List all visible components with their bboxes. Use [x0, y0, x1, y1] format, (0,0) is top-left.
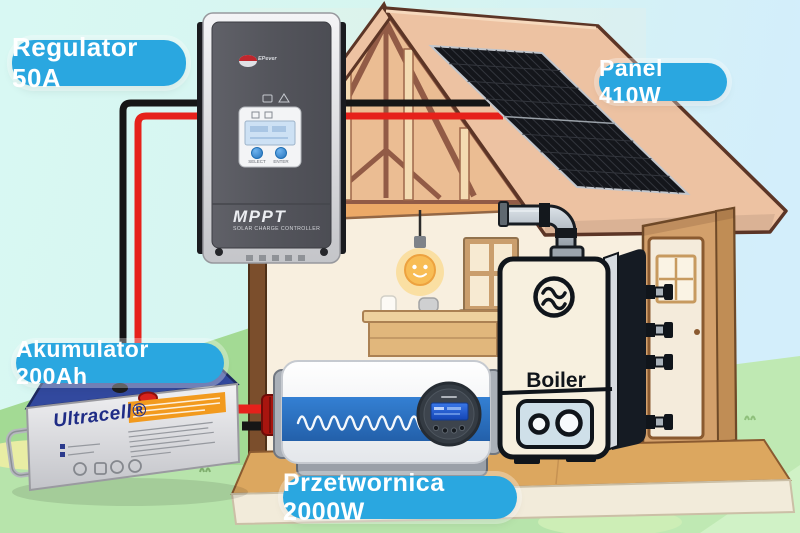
controller-enter-button: [275, 147, 287, 159]
warning-icons: [262, 93, 290, 103]
sine-wave-graphic: [296, 415, 428, 431]
charge-controller: [197, 12, 346, 264]
label-regulator: Regulator 50A: [12, 32, 186, 93]
controller-lcd: [244, 120, 296, 146]
solar-panel: [431, 46, 688, 194]
battery: [5, 360, 248, 506]
inverter: [273, 360, 503, 477]
wiring: [119, 99, 503, 431]
boiler-control-panel: [516, 399, 594, 449]
wire-battery-positive: [134, 112, 210, 400]
boiler-knob-large: [555, 409, 583, 437]
brand-logo: [239, 55, 257, 67]
label-panel: Panel 410W: [599, 55, 727, 108]
inverter-display: [416, 381, 482, 447]
certification-icons: [73, 459, 142, 476]
kitchen-counter: [362, 295, 504, 357]
controller-select-button: [251, 147, 263, 159]
boiler-knob-small: [528, 413, 550, 435]
label-inverter: Przetwornica 2000W: [283, 469, 517, 526]
wire-battery-negative: [119, 99, 210, 390]
boiler-wave-icon: [533, 276, 575, 318]
boiler: [497, 201, 673, 464]
boiler-side-connectors: [646, 284, 673, 430]
terminal-block: [246, 255, 305, 261]
label-battery: Akumulator 200Ah: [16, 336, 224, 389]
door: [647, 236, 705, 440]
light-bulb: [396, 210, 444, 296]
